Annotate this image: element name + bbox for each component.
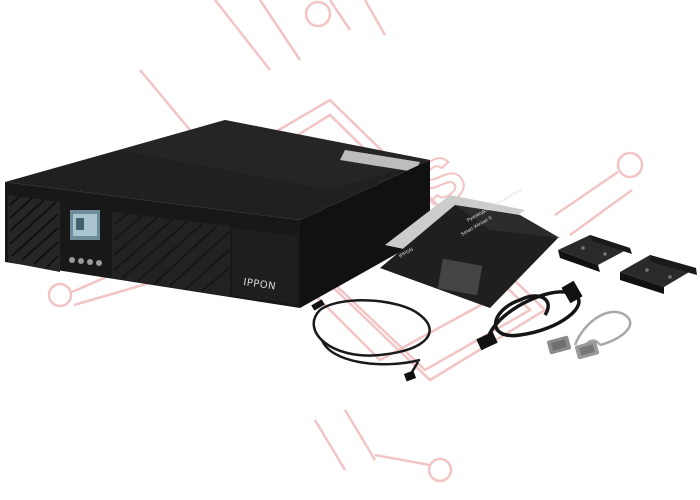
iec-connector xyxy=(561,280,583,304)
rack-bracket-right xyxy=(620,255,697,294)
rs232-cable xyxy=(573,310,632,347)
ups-unit: IPPON xyxy=(5,120,430,308)
rack-bracket-left xyxy=(558,235,632,272)
brand-logo: IPPON xyxy=(243,277,277,292)
power-plug xyxy=(476,331,498,351)
user-manual: Руководство пользователя Smart Winner II… xyxy=(380,187,560,308)
usb-connector-b xyxy=(403,370,417,382)
watermark xyxy=(47,0,644,483)
ups-control-buttons xyxy=(69,257,102,266)
usb-cable xyxy=(312,299,431,373)
usb-connector-a xyxy=(311,299,325,311)
